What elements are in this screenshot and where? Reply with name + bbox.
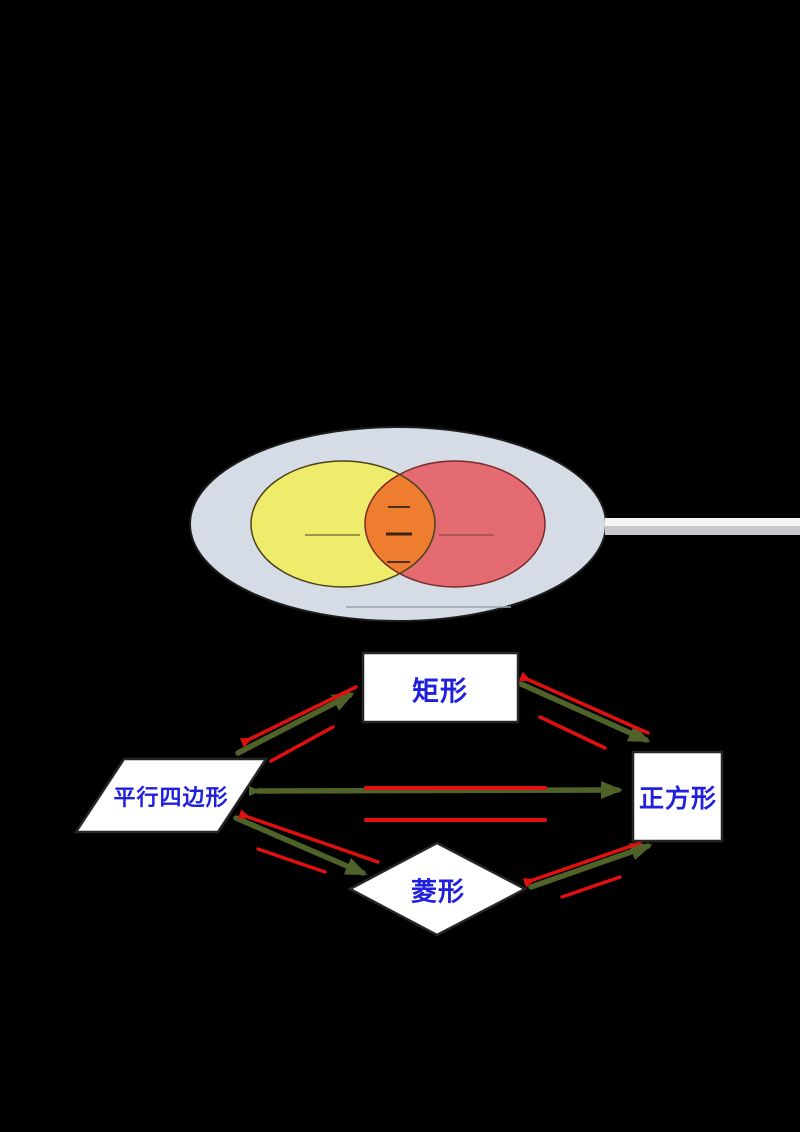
arrow-square-to-rhombus-segment-2 — [560, 875, 622, 899]
arrow-parallelogram-to-rhombus — [233, 815, 368, 876]
flowchart-arrows — [233, 671, 653, 899]
venn-overlap-region — [365, 461, 435, 587]
arrow-square-to-rectangle — [518, 671, 650, 735]
node-parallelogram — [73, 757, 269, 834]
node-parallelogram-label: 平行四边形 — [113, 785, 229, 810]
node-square — [631, 750, 724, 843]
arrow-parallelogram-to-square — [248, 781, 623, 800]
venn-right-circle-outline — [364, 460, 546, 588]
node-rhombus-label: 菱形 — [410, 876, 466, 907]
venn-callout-stripe-white — [605, 518, 800, 526]
arrow-rhombus-to-square — [528, 843, 653, 890]
arrow-square-to-rectangle-segment-2 — [538, 715, 607, 750]
venn-left-circle-outline — [250, 460, 436, 588]
arrows-rhombus-square — [522, 841, 653, 899]
venn-callout-stripe-gray — [605, 526, 800, 535]
flowchart-nodes — [73, 651, 724, 937]
arrow-rhombus-to-parallelogram — [237, 809, 380, 864]
arrow-rhombus-to-parallelogram-segment-2 — [256, 847, 327, 874]
arrows-parallelogram-rhombus — [233, 809, 380, 876]
arrow-parallelogram-to-rectangle — [235, 692, 355, 756]
arrows-parallelogram-square — [248, 781, 623, 822]
node-rectangle-label: 矩形 — [412, 676, 468, 707]
venn-diagram — [189, 426, 800, 622]
node-rectangle — [361, 651, 520, 724]
arrows-rectangle-square — [518, 671, 651, 750]
arrow-rectangle-to-parallelogram-segment-2 — [269, 725, 335, 763]
node-square-label: 正方形 — [638, 785, 718, 813]
arrow-rectangle-to-square — [518, 681, 651, 743]
arrow-square-to-rhombus — [522, 841, 642, 888]
arrow-rectangle-to-parallelogram — [239, 685, 358, 748]
arrows-parallelogram-rectangle — [235, 685, 358, 763]
node-rhombus — [347, 841, 528, 937]
